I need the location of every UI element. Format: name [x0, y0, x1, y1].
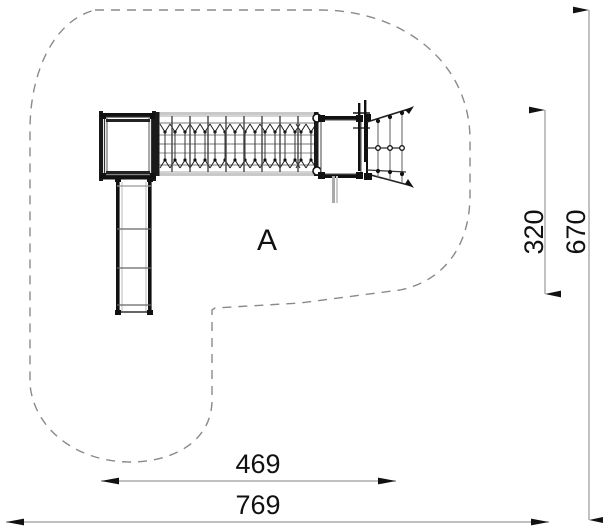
access-ladder	[115, 177, 153, 315]
dimension-320: 320	[519, 106, 561, 298]
left-tower-platform	[99, 111, 156, 181]
dimension-769-label: 769	[235, 490, 280, 520]
climbing-net-ramp	[364, 106, 414, 188]
rope-net-bridge	[155, 112, 322, 176]
center-support-post	[332, 176, 338, 203]
dimension-769: 769	[6, 490, 549, 526]
safety-zone-outline	[29, 9, 471, 463]
right-tower-platform	[318, 100, 370, 179]
dimension-670: 670	[561, 6, 603, 524]
dimension-469-label: 469	[235, 449, 280, 479]
dimension-320-label: 320	[519, 209, 549, 254]
dimension-469: 469	[101, 449, 396, 485]
dimension-670-label: 670	[561, 209, 591, 254]
zone-label-a: A	[257, 224, 277, 257]
